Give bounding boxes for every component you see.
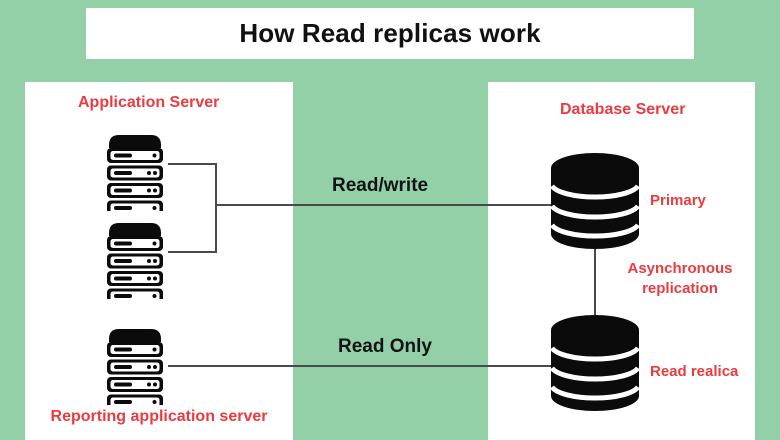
database-cylinder-icon	[548, 153, 642, 249]
replication-label-line-1: Asynchronous	[627, 260, 733, 277]
page-title: How Read replicas work	[239, 18, 541, 48]
read-only-label: Read Only	[338, 336, 432, 357]
connector-read-write	[215, 204, 556, 206]
server-rack-icon	[95, 131, 175, 211]
title-box: How Read replicas work	[86, 8, 694, 59]
server-rack-icon	[95, 219, 175, 299]
connector-app-server-1	[168, 163, 217, 165]
database-cylinder-icon	[548, 315, 642, 411]
reporting-application-server-label: Reporting application server	[50, 408, 268, 425]
server-rack-icon	[95, 325, 175, 405]
replication-label-line-2: replication	[642, 279, 718, 297]
read-replica-db-label: Read realica	[650, 363, 739, 380]
connector-app-server-2	[168, 251, 217, 253]
connector-read-only	[168, 365, 556, 367]
asynchronous-replication-label: Asynchronous replication	[606, 259, 754, 299]
connector-replication	[594, 243, 596, 333]
primary-db-label: Primary	[650, 192, 706, 209]
application-server-heading: Application Server	[78, 94, 220, 111]
read-write-label: Read/write	[332, 175, 429, 196]
connector-bracket-vertical	[215, 163, 217, 253]
database-server-heading: Database Server	[560, 101, 686, 118]
